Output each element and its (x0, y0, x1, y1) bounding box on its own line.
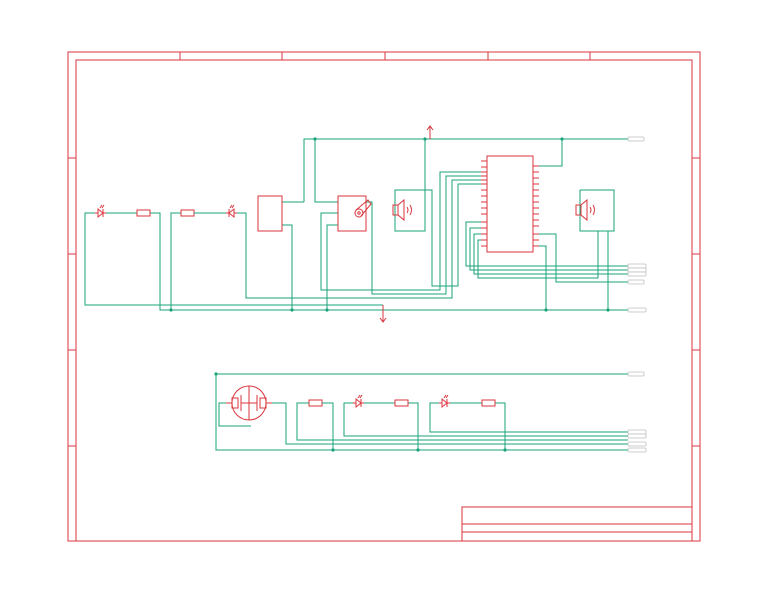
net-port (627, 279, 645, 285)
gnd-symbol (379, 305, 387, 323)
module-1 (257, 195, 283, 232)
drawing-frame (67, 51, 701, 542)
resistor-5 (450, 399, 496, 407)
servo-1 (337, 195, 372, 232)
resistor-2 (180, 209, 226, 217)
led-3 (353, 394, 364, 409)
border-ticks (68, 52, 700, 447)
speaker-2 (575, 198, 595, 222)
junctions-lower (214, 372, 507, 452)
led-1 (95, 204, 106, 219)
junctions-upper (169, 137, 610, 312)
wires-upper (84, 138, 628, 311)
net-port (627, 271, 647, 277)
net-port (627, 441, 647, 447)
wires-lower (215, 373, 628, 451)
ic-pins-right (533, 165, 539, 247)
led-4 (439, 394, 450, 409)
inner-border (75, 59, 693, 542)
resistor-1 (106, 209, 151, 217)
net-port (627, 136, 645, 142)
resistor-4 (364, 399, 409, 407)
speaker-1 (392, 198, 412, 222)
net-port (627, 267, 647, 273)
net-port (627, 263, 647, 269)
title-block (461, 506, 693, 542)
net-port (627, 433, 647, 439)
transistor-1 (226, 385, 272, 421)
net-port (627, 429, 647, 435)
led-2 (226, 204, 237, 219)
net-ports (627, 136, 647, 453)
vcc-symbol (426, 125, 434, 139)
ic-main (481, 155, 539, 253)
ic-pins-left (481, 160, 487, 247)
resistor-3 (304, 399, 326, 407)
net-port (627, 307, 647, 313)
net-port (627, 447, 647, 453)
net-port (627, 371, 645, 377)
